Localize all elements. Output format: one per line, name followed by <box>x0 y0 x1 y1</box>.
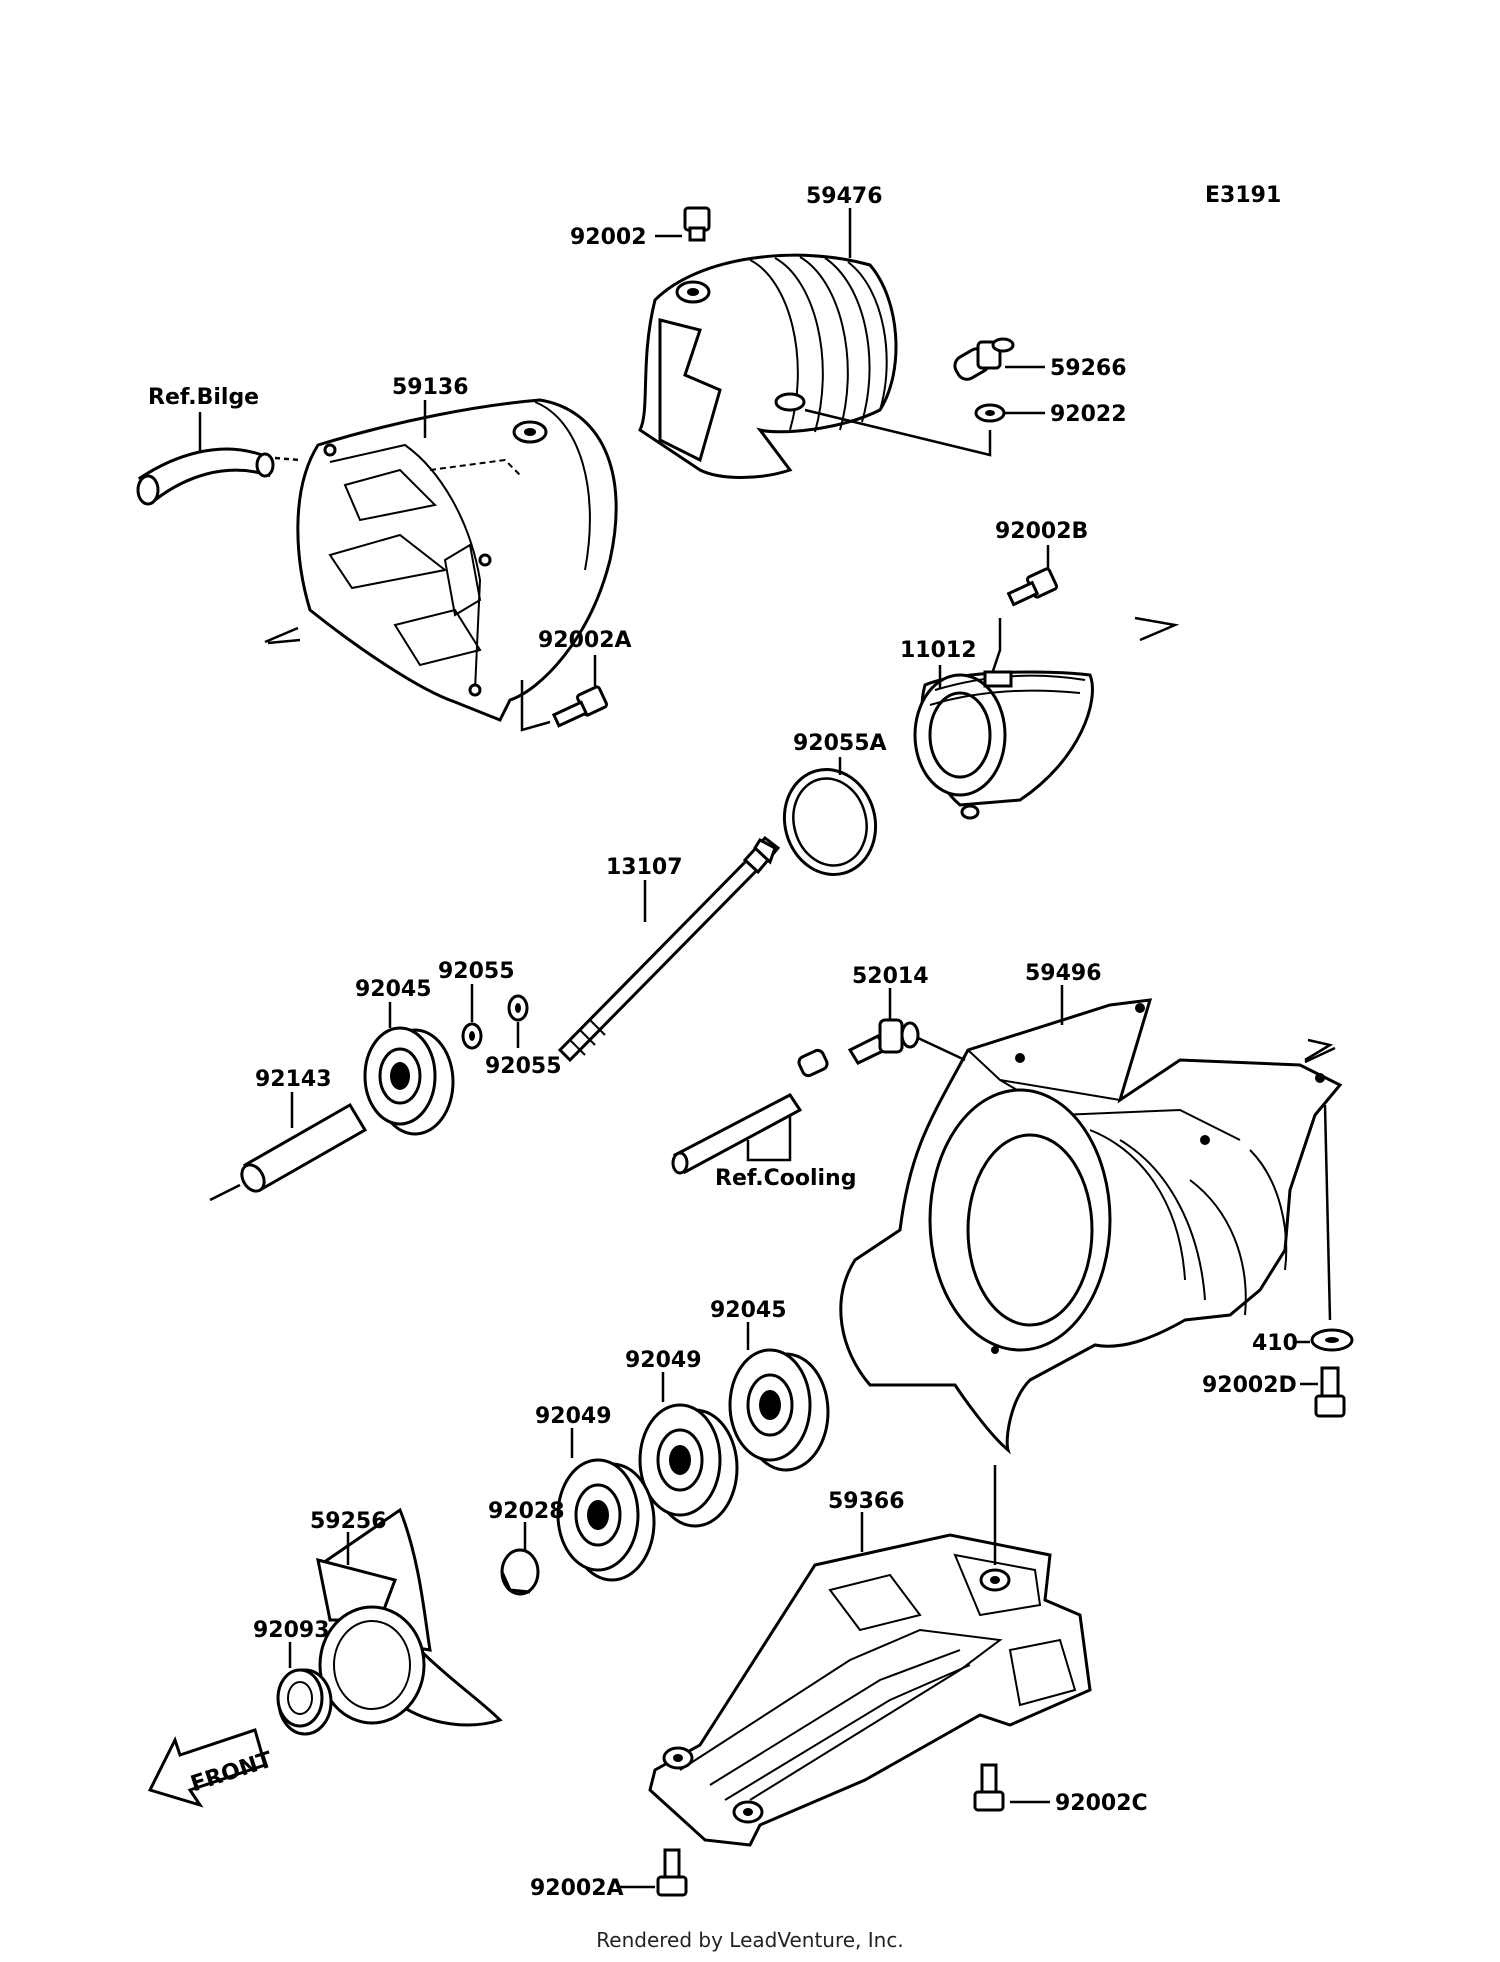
diagram-code: E3191 <box>1205 183 1281 208</box>
part-label-92143: 92143 <box>255 1067 332 1092</box>
fitting-59266[interactable] <box>951 337 1015 383</box>
part-label-59366: 59366 <box>828 1489 905 1514</box>
washer-92022[interactable] <box>974 403 1006 423</box>
washer-92055-upper[interactable] <box>461 1022 483 1050</box>
footer-credit: Rendered by LeadVenture, Inc. <box>596 1928 904 1952</box>
bolt-92002C[interactable] <box>973 1763 1005 1812</box>
part-label-59476: 59476 <box>806 184 883 209</box>
part-label-92055-lower: 92055 <box>485 1054 562 1079</box>
impeller-59256[interactable] <box>316 1507 503 1727</box>
part-label-92028: 92028 <box>488 1499 565 1524</box>
bolt-92002-top[interactable] <box>683 206 711 242</box>
part-label-92045-upper: 92045 <box>355 977 432 1002</box>
part-label-92049-lower: 92049 <box>535 1404 612 1429</box>
part-label-11012: 11012 <box>900 638 977 663</box>
pump-housing-59136[interactable] <box>296 398 618 722</box>
part-label-59496: 59496 <box>1025 961 1102 986</box>
part-label-92002D: 92002D <box>1202 1373 1297 1398</box>
part-label-92055-upper: 92055 <box>438 959 515 984</box>
bearing-92049-lower[interactable] <box>556 1458 656 1582</box>
pump-cover-59476[interactable] <box>638 253 898 479</box>
part-label-410: 410 <box>1252 1331 1298 1356</box>
bolt-92002D[interactable] <box>1314 1366 1346 1418</box>
fitting-52014[interactable] <box>847 1018 920 1065</box>
part-label-92002A-lower: 92002A <box>530 1876 624 1901</box>
part-label-59256: 59256 <box>310 1509 387 1534</box>
o-ring-92055A[interactable] <box>773 759 887 885</box>
part-label-92045-lower: 92045 <box>710 1298 787 1323</box>
ref-label-bilge: Ref.Bilge <box>148 385 259 410</box>
nozzle-housing-59496[interactable] <box>839 998 1343 1455</box>
part-label-92002B: 92002B <box>995 519 1088 544</box>
washer-410[interactable] <box>1310 1328 1354 1352</box>
part-label-92093: 92093 <box>253 1618 330 1643</box>
bearing-92045-upper[interactable] <box>363 1026 455 1136</box>
bearing-92045-lower[interactable] <box>728 1348 830 1472</box>
seal-92093[interactable] <box>276 1668 333 1736</box>
part-label-92002-top: 92002 <box>570 225 647 250</box>
bolt-92002B[interactable] <box>1006 567 1059 607</box>
part-label-92049-upper: 92049 <box>625 1348 702 1373</box>
shaft-13107[interactable] <box>557 835 781 1063</box>
cap-11012[interactable] <box>913 670 1094 820</box>
part-label-13107: 13107 <box>606 855 683 880</box>
part-label-92022: 92022 <box>1050 402 1127 427</box>
part-label-59266: 59266 <box>1050 356 1127 381</box>
part-label-52014: 52014 <box>852 964 929 989</box>
part-label-92002C: 92002C <box>1055 1791 1148 1816</box>
bilge-hose <box>136 447 275 506</box>
bolt-92002A-lower[interactable] <box>656 1848 688 1897</box>
part-label-59136: 59136 <box>392 375 469 400</box>
washer-92055-lower[interactable] <box>507 994 529 1022</box>
part-label-92055A: 92055A <box>793 731 887 756</box>
sleeve-92143[interactable] <box>237 1102 368 1195</box>
bolt-92002A-upper[interactable] <box>551 685 609 728</box>
bearing-92049-upper[interactable] <box>638 1403 739 1528</box>
front-arrow-icon: FRONT <box>147 1728 275 1808</box>
ride-plate-59366[interactable] <box>648 1533 1092 1847</box>
cooling-hose <box>671 1048 829 1175</box>
bushing-92028[interactable] <box>500 1548 540 1596</box>
ref-label-cooling: Ref.Cooling <box>715 1166 856 1191</box>
part-label-92002A-upper: 92002A <box>538 628 632 653</box>
